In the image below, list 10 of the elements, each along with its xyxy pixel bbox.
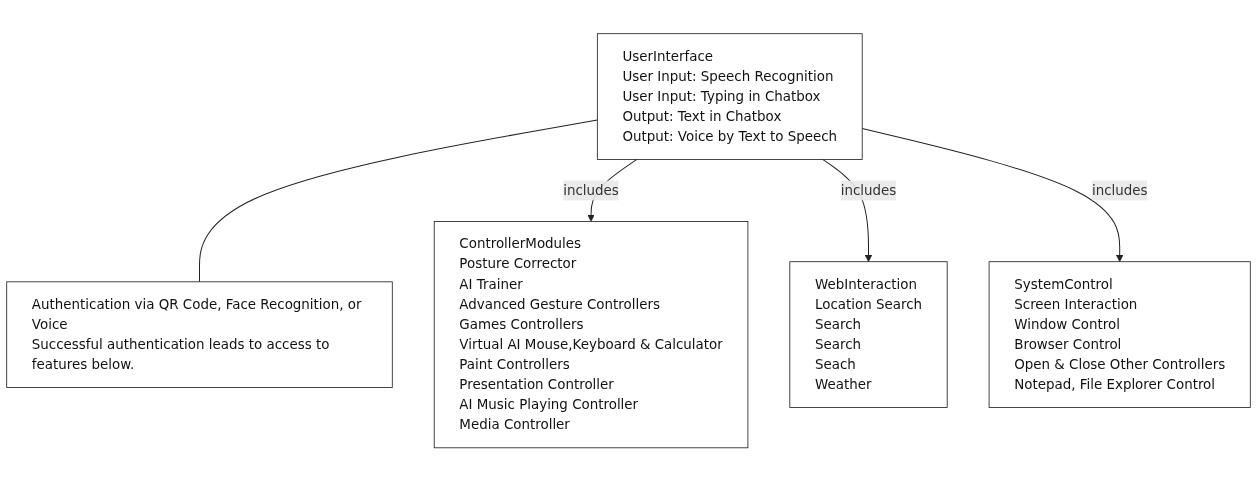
node-box: UserInterface User Input: Speech Recognition User Input: Typing in Chatbox Output: Text in Chatbox Output: Voice by Text to Speech: [596, 33, 863, 161]
edge-label: includes: [563, 182, 619, 199]
edge-label: includes: [840, 182, 897, 199]
node-box: WebInteraction Location Search Search Search Seach Weather: [789, 261, 948, 409]
node-box: Authentication via QR Code, Face Recognition, or Voice Successful authentication leads to access to features below.: [6, 281, 393, 389]
node-box: SystemControl Screen Interaction Window Control Browser Control Open & Close Other Controllers Notepad, File Explorer Control: [988, 261, 1251, 409]
edge-label: includes: [1091, 182, 1148, 199]
connector: [199, 119, 598, 283]
node-box: ControllerModules Posture Corrector AI Trainer Advanced Gesture Controllers Games Controllers Virtual AI Mouse,Keyboard & Calculator Paint Controllers Presentation Controller AI Music Playing Controller Media Controller: [433, 221, 749, 449]
arrow: [861, 128, 1124, 263]
